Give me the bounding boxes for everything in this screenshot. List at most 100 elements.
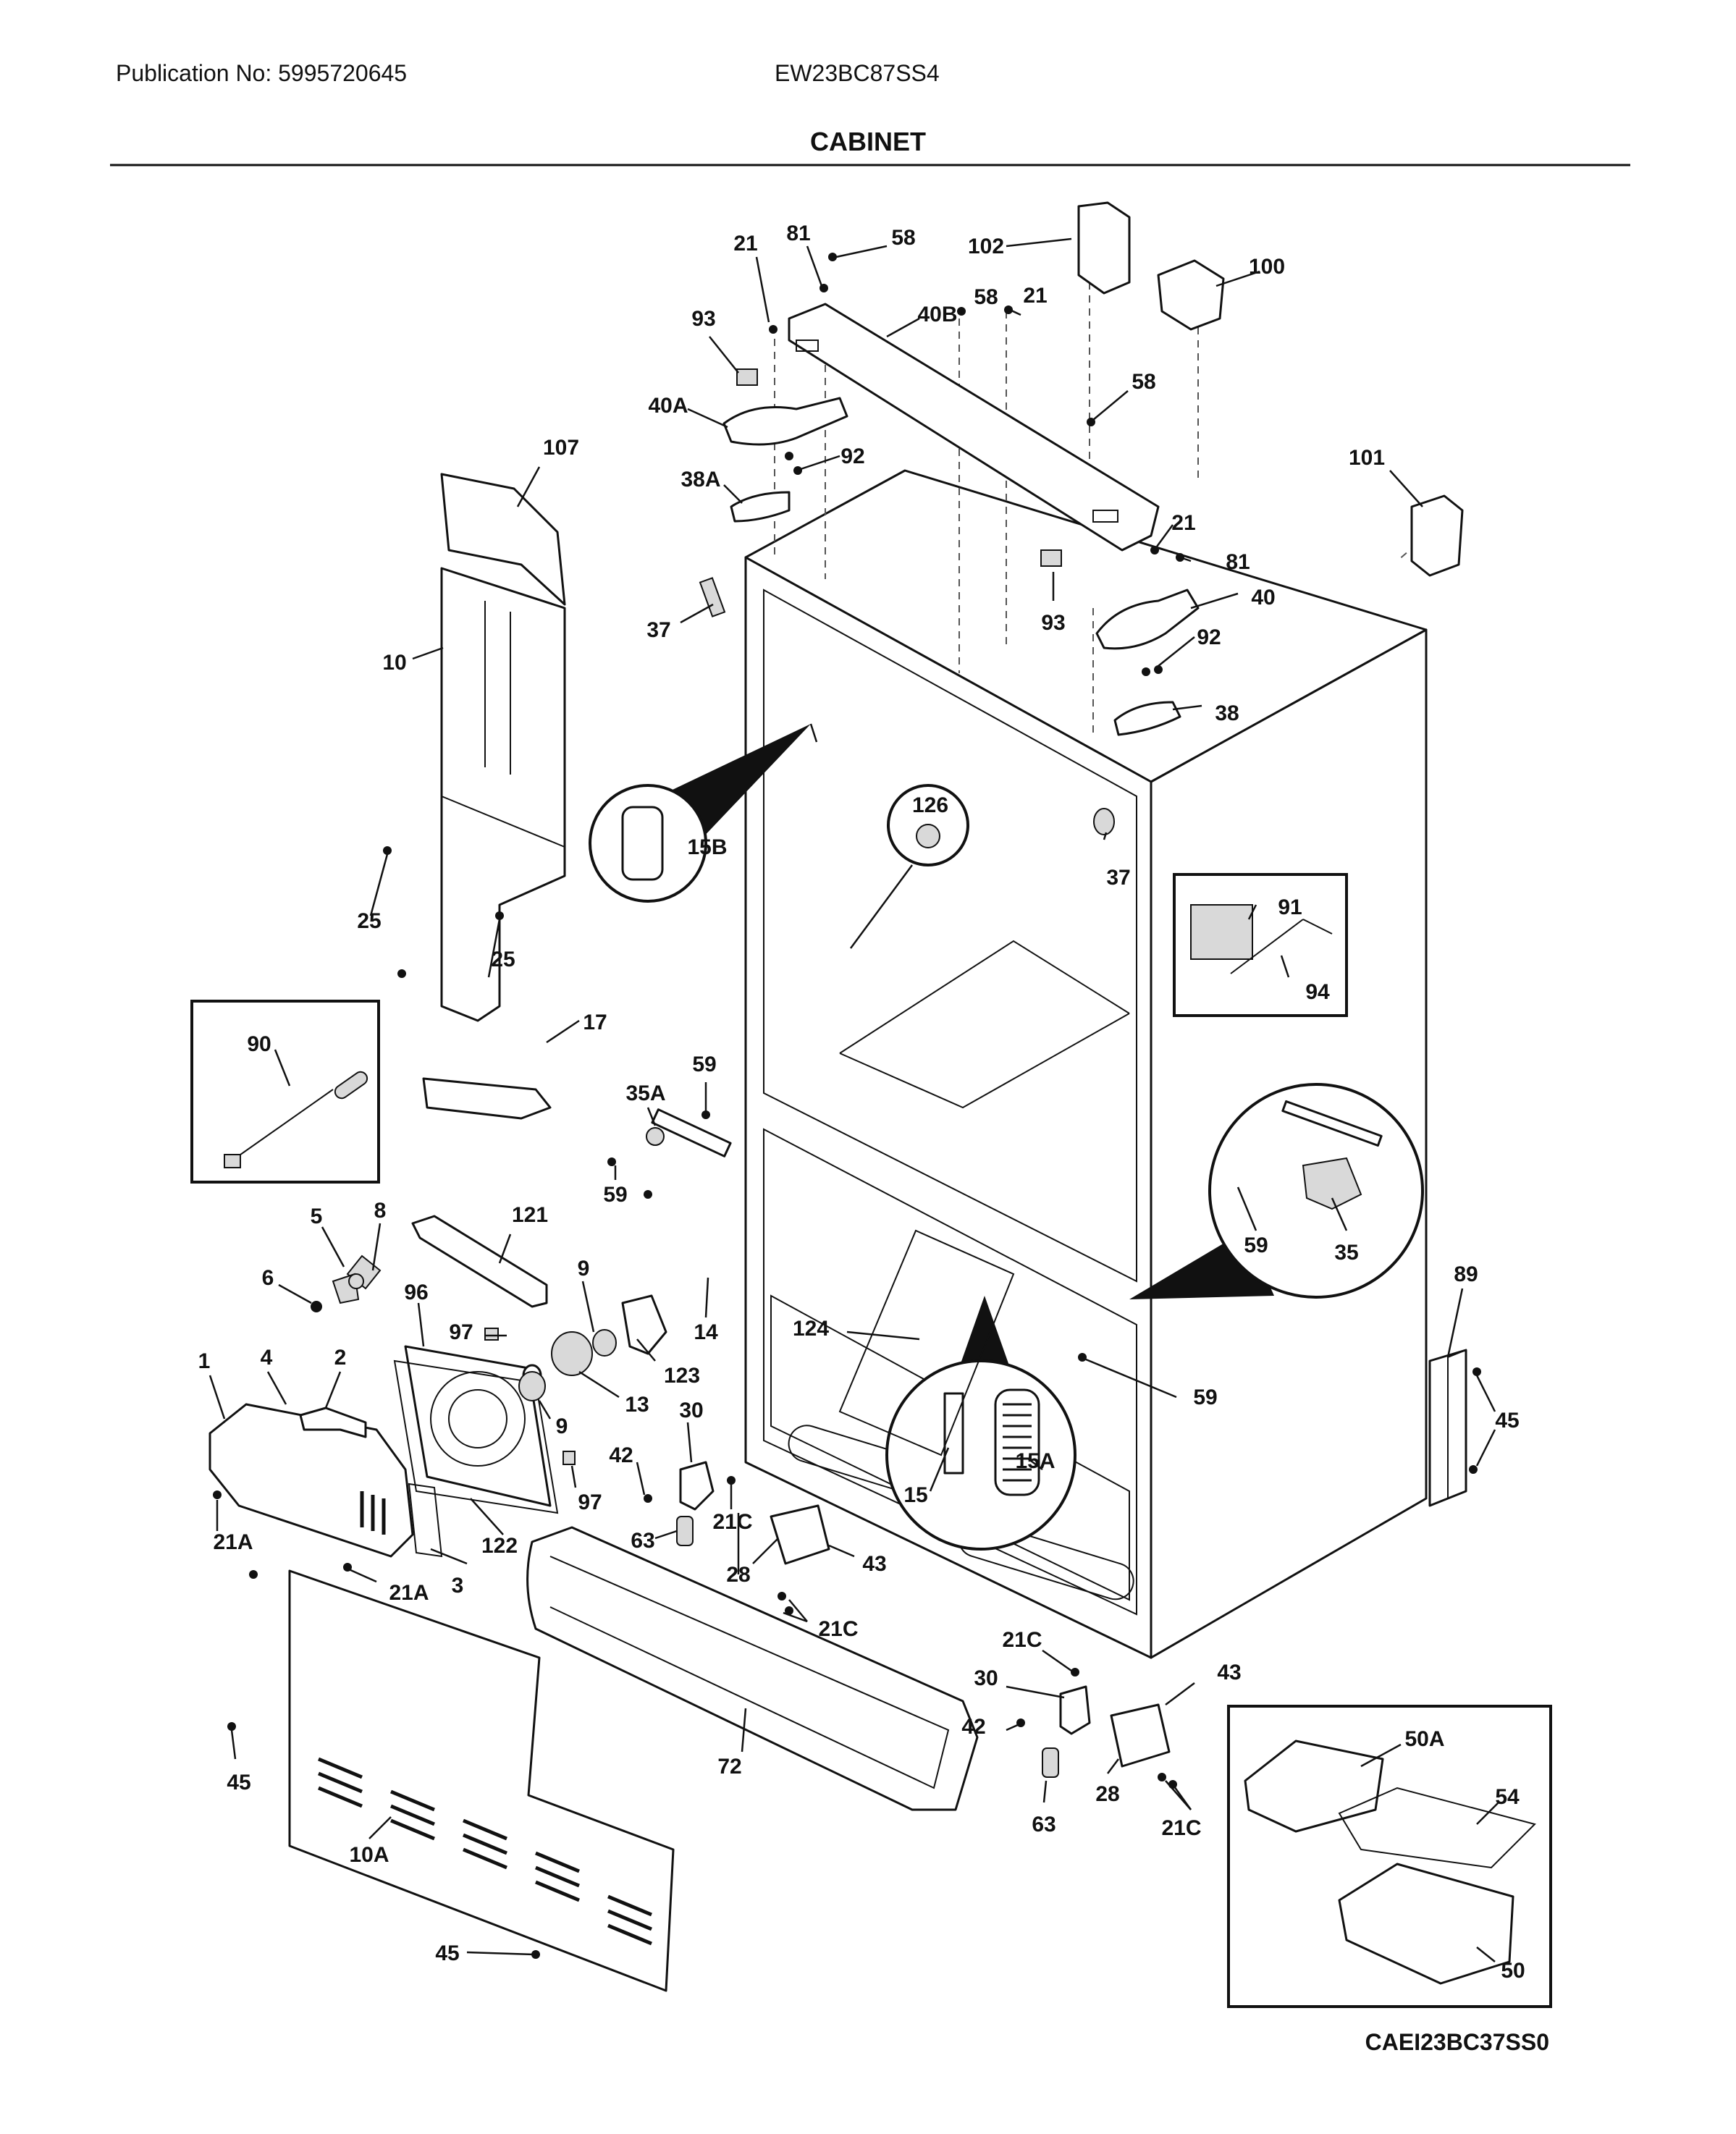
- grommet-97: [484, 1328, 499, 1341]
- callout-124: 124: [793, 1317, 829, 1341]
- callout-102: 102: [968, 235, 1004, 258]
- callout-123: 123: [664, 1364, 700, 1388]
- bracket-100: [1157, 259, 1225, 331]
- inset-90: [190, 1000, 380, 1184]
- leader-lines: [208, 237, 1499, 1962]
- bracket-101: [1410, 494, 1464, 577]
- bracket-38a: [730, 491, 791, 523]
- switch-93-upper: [736, 368, 758, 386]
- callout-81: 81: [786, 222, 810, 245]
- callout-59: 59: [1244, 1233, 1268, 1257]
- callout-9: 9: [556, 1414, 568, 1438]
- callout-2: 2: [334, 1346, 347, 1370]
- callout-35: 35: [1334, 1241, 1358, 1265]
- callout-10a: 10A: [349, 1843, 389, 1867]
- callout-43: 43: [862, 1552, 886, 1576]
- callout-9: 9: [578, 1257, 590, 1281]
- callout-1: 1: [198, 1349, 211, 1373]
- detail-15-15a: [885, 1296, 1076, 1551]
- callout-126: 126: [912, 793, 948, 817]
- callout-28: 28: [1095, 1782, 1119, 1806]
- fan-shroud-96: [404, 1345, 552, 1507]
- callout-14: 14: [694, 1320, 718, 1344]
- top-rail-40b: [788, 303, 1160, 552]
- callout-92: 92: [1197, 625, 1221, 649]
- callout-13: 13: [625, 1393, 649, 1417]
- diagram-code: CAEI23BC37SS0: [1365, 2029, 1549, 2055]
- callout-8: 8: [374, 1199, 387, 1223]
- callout-63: 63: [631, 1529, 654, 1553]
- callout-21: 21: [1023, 284, 1047, 308]
- grommet-9: [518, 1371, 546, 1401]
- callout-21c: 21C: [712, 1510, 752, 1534]
- callout-40: 40: [1251, 586, 1275, 610]
- callout-100: 100: [1249, 255, 1285, 279]
- callout-93: 93: [1041, 611, 1065, 635]
- bracket-102: [1077, 201, 1131, 295]
- callout-97: 97: [449, 1320, 473, 1344]
- callout-96: 96: [404, 1281, 428, 1304]
- bracket-123: [592, 1294, 667, 1357]
- callout-17: 17: [583, 1011, 607, 1034]
- callout-15a: 15A: [1015, 1449, 1055, 1473]
- callout-42: 42: [961, 1715, 985, 1739]
- callout-101: 101: [1349, 446, 1385, 470]
- callout-58: 58: [974, 285, 998, 309]
- leveler-63-left: [676, 1516, 694, 1546]
- callout-10: 10: [382, 651, 406, 675]
- callout-38a: 38A: [681, 468, 720, 492]
- detail-126: [849, 784, 969, 949]
- callout-21: 21: [733, 232, 757, 256]
- callout-15: 15: [903, 1483, 927, 1507]
- section-title: CABINET: [810, 127, 926, 156]
- tray-17: [422, 1077, 552, 1120]
- hinge-40: [1095, 589, 1200, 650]
- callout-40a: 40A: [648, 394, 688, 418]
- fan-blade-5: [332, 1254, 382, 1304]
- callout-21c: 21C: [1002, 1628, 1042, 1652]
- lower-hinge-43-left: [770, 1504, 830, 1565]
- bumper-37-right: [1093, 808, 1115, 835]
- callout-4: 4: [261, 1346, 273, 1370]
- callout-59: 59: [692, 1053, 716, 1076]
- callout-25: 25: [357, 909, 381, 933]
- callout-labels: 21 81 58 102 100 93 40B 58 21 58 40A 92 …: [198, 222, 1525, 1983]
- hinge-bracket-30-right: [1059, 1685, 1091, 1735]
- callout-59: 59: [603, 1183, 627, 1207]
- switch-93-lower: [1040, 549, 1062, 567]
- callout-91: 91: [1278, 895, 1302, 919]
- grommet-97-lower: [562, 1451, 576, 1465]
- callout-37: 37: [1106, 866, 1130, 890]
- callout-30: 30: [679, 1399, 703, 1422]
- callout-59: 59: [1193, 1386, 1217, 1409]
- callout-28: 28: [726, 1563, 750, 1587]
- panel-124: [838, 1229, 1015, 1456]
- detail-35: [1129, 1083, 1424, 1299]
- hinge-40a: [722, 397, 848, 446]
- bumper-37-left: [699, 577, 726, 617]
- bracket-38: [1113, 701, 1181, 736]
- callout-37: 37: [646, 618, 670, 642]
- publication-number: Publication No: 5995720645: [116, 60, 407, 86]
- detail-15b: [589, 723, 818, 903]
- callout-25: 25: [491, 948, 515, 971]
- callout-21c: 21C: [1161, 1816, 1201, 1840]
- callout-21a: 21A: [213, 1530, 253, 1554]
- callout-45: 45: [435, 1941, 459, 1965]
- callout-6: 6: [262, 1266, 274, 1290]
- leveler-63-right: [1042, 1747, 1059, 1778]
- toe-grille-72: [526, 1526, 979, 1811]
- handle-121: [411, 1215, 548, 1308]
- air-duct-10: [440, 567, 566, 1022]
- callout-35a: 35A: [625, 1081, 665, 1105]
- callout-38: 38: [1215, 701, 1239, 725]
- callout-90: 90: [247, 1032, 271, 1056]
- condenser-assy-1: [208, 1403, 414, 1558]
- callout-58: 58: [891, 226, 915, 250]
- clip-6: [311, 1301, 322, 1312]
- cover-107: [440, 473, 566, 606]
- callout-94: 94: [1305, 980, 1330, 1004]
- callout-21a: 21A: [389, 1581, 429, 1605]
- callout-92: 92: [840, 444, 864, 468]
